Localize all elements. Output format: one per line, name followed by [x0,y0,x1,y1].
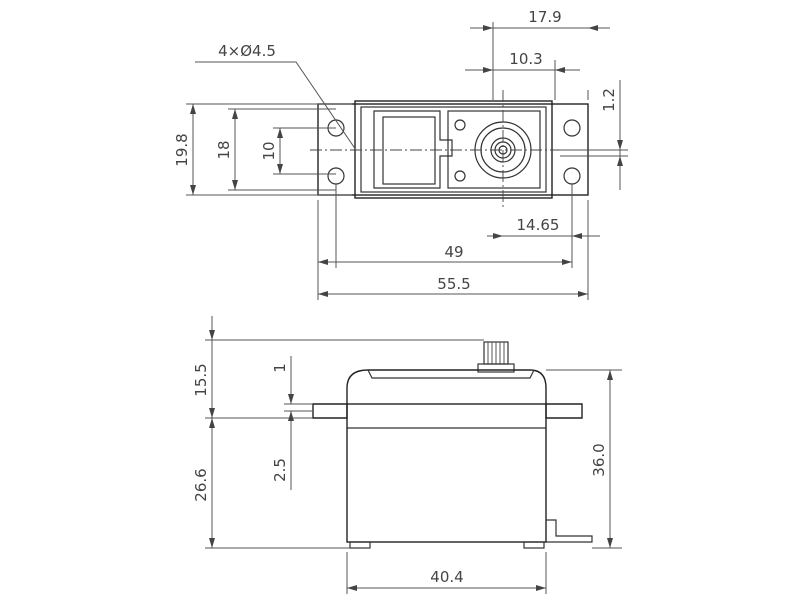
dim-overall-width: 55.5 [437,275,470,293]
side-view: 15.5 1 26.6 2.5 36.0 40.4 [192,316,622,594]
left-pocket [373,110,453,189]
screw-hole-2 [454,170,466,182]
top-cover-step [367,369,535,379]
dim-shaft-offset: 1.2 [600,88,618,112]
top-view: 55.5 49 14.65 17.9 10.3 19.8 18 10 1.2 4… [173,8,628,300]
dim-output-offset: 17.9 [528,8,561,26]
case-body [354,100,553,199]
dim-case-depth-ref: 10 [260,141,278,160]
dim-case-width: 40.4 [430,568,463,586]
dim-height-above-flange: 15.5 [192,363,210,396]
mount-hole-bottom-left [327,167,345,185]
flange-right [545,403,583,419]
dim-flange-thickness: 1 [271,363,289,373]
dim-overall-depth: 19.8 [173,133,191,166]
foot-right [523,541,545,549]
dim-flange-offset: 2.5 [271,458,289,482]
hole-callout-leader [195,61,357,151]
case-inner-outline [360,106,547,193]
left-pocket-inner [382,116,436,185]
dim-height-below-flange: 26.6 [192,468,210,501]
top-cover [346,369,547,404]
main-case [346,403,547,543]
screw-hole-1 [454,119,466,131]
flange-outline [317,103,589,196]
mount-hole-top-right [563,119,581,137]
cable-exit [546,519,593,543]
gear-housing [447,110,541,189]
dim-hole-spacing-width: 49 [444,243,463,261]
dim-output-to-edge: 14.65 [517,216,560,234]
flange-left [312,403,348,419]
mount-hole-bottom-right [563,167,581,185]
dim-output-spacing: 10.3 [509,50,542,68]
output-boss-side [477,363,515,373]
foot-left [349,541,371,549]
hole-callout: 4×Ø4.5 [218,42,276,60]
dim-total-height: 36.0 [590,443,608,476]
dim-hole-spacing-depth: 18 [215,140,233,159]
